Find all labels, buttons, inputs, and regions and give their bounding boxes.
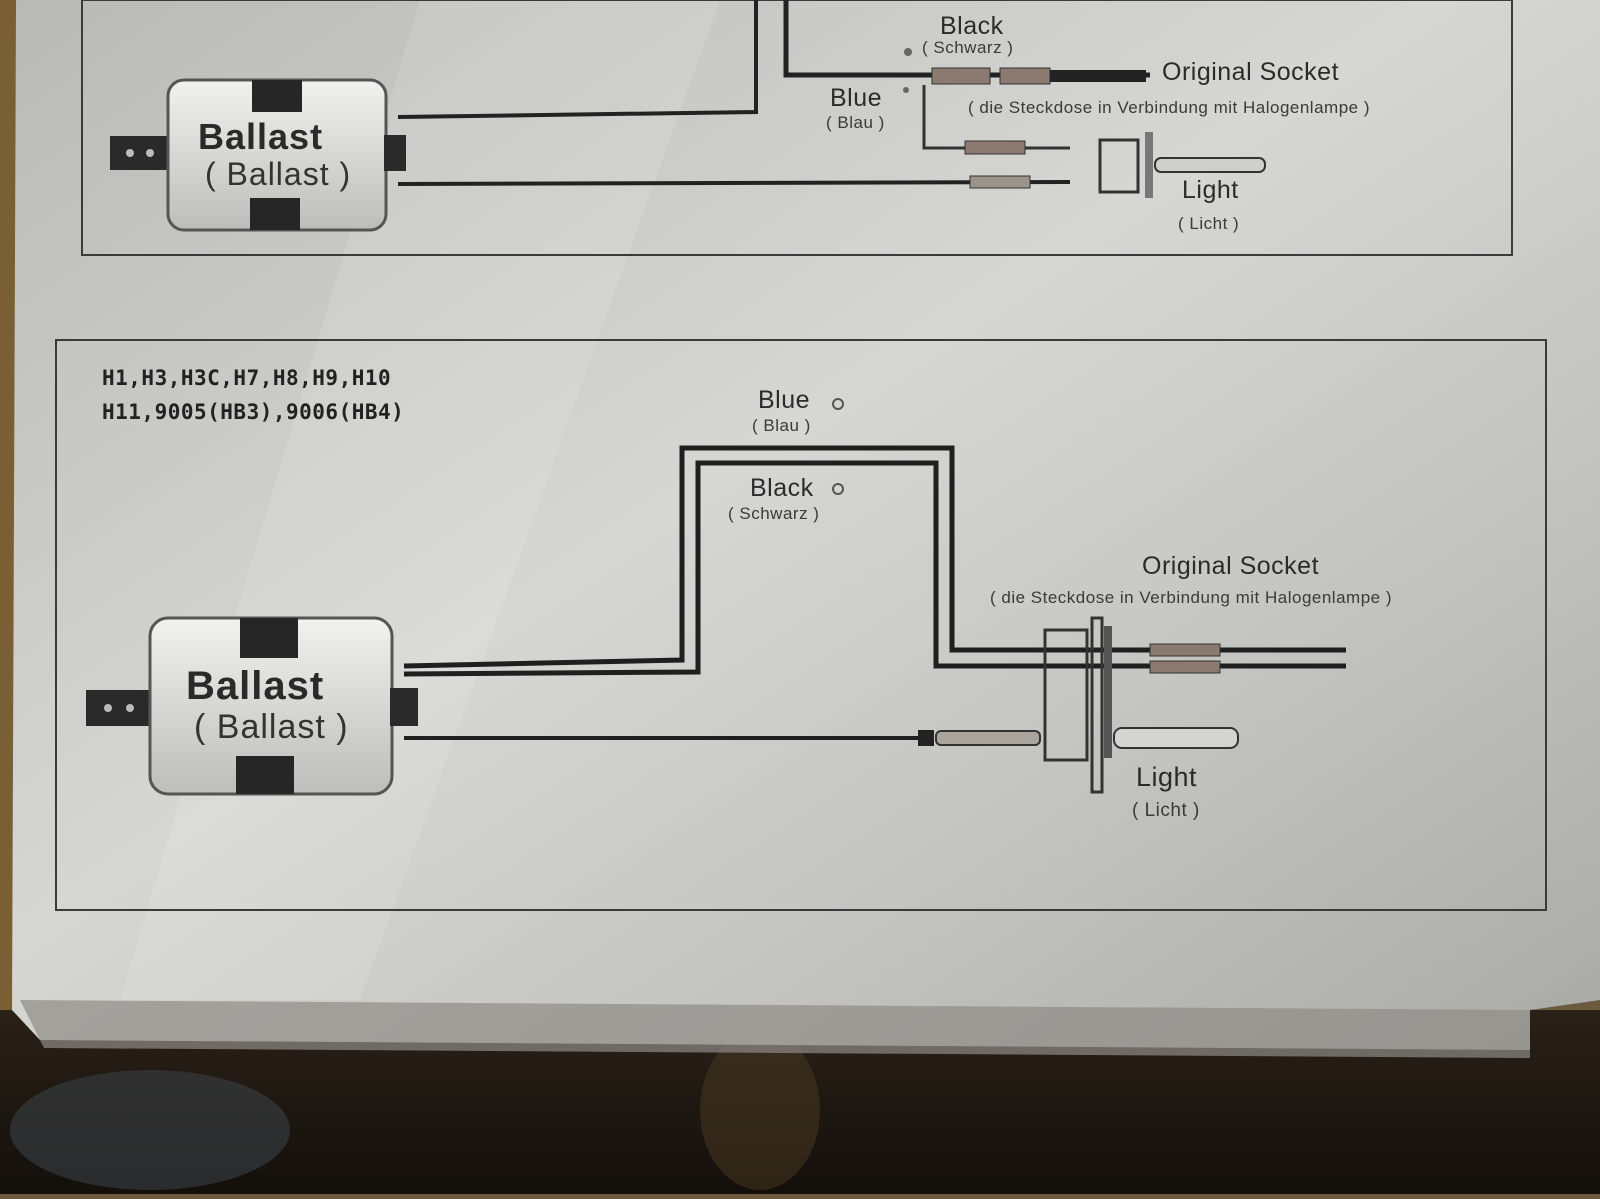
bottom-blue-label: Blue (758, 386, 811, 414)
top-wire-lower (397, 180, 1071, 186)
top-light-sub: ( Licht ) (1178, 214, 1240, 233)
top-socket-sub: ( die Steckdose in Verbindung mit Haloge… (968, 98, 1370, 117)
top-ballast-title: Ballast (198, 116, 324, 157)
bottom-ballast-title: Ballast (186, 664, 325, 708)
bottom-socket-sub: ( die Steckdose in Verbindung mit Haloge… (990, 588, 1392, 607)
bottom-blue-sub: ( Blau ) (752, 416, 811, 435)
top-ballast-mount (110, 136, 172, 170)
top-ballast-sub: ( Ballast ) (205, 156, 352, 192)
bottom-light-sub: ( Licht ) (1132, 800, 1200, 821)
bottom-light-label: Light (1136, 762, 1198, 792)
bottom-light-bulb (1113, 727, 1239, 749)
top-light-bulb (1154, 157, 1266, 173)
bottom-black-label: Black (750, 474, 814, 502)
top-black-label: Black (940, 12, 1004, 40)
top-blue-sub: ( Blau ) (826, 113, 885, 132)
bottom-black-sub: ( Schwarz ) (728, 504, 820, 523)
top-light-socket (1098, 138, 1140, 194)
top-blue-label: Blue (830, 84, 883, 112)
bottom-light-socket (1043, 628, 1089, 762)
top-panel (81, 0, 1513, 256)
paper-sheet (12, 0, 1600, 1050)
top-light-label: Light (1182, 176, 1239, 204)
bulb-models-line1: H1,H3,H3C,H7,H8,H9,H10 (102, 366, 392, 390)
box-flap (20, 1000, 1530, 1058)
bottom-panel (55, 339, 1547, 911)
bottom-socket-label: Original Socket (1142, 552, 1320, 580)
bottom-wire-blue (403, 445, 1346, 669)
bulb-models-line2: H11,9005(HB3),9006(HB4) (102, 400, 405, 424)
bottom-ballast-sub: ( Ballast ) (194, 708, 349, 746)
top-black-sub: ( Schwarz ) (922, 38, 1014, 57)
top-wire-upper (397, 0, 758, 119)
bottom-ballast-mount (86, 690, 154, 726)
top-socket-label: Original Socket (1162, 58, 1340, 86)
bottom-wire-black (403, 460, 1346, 677)
